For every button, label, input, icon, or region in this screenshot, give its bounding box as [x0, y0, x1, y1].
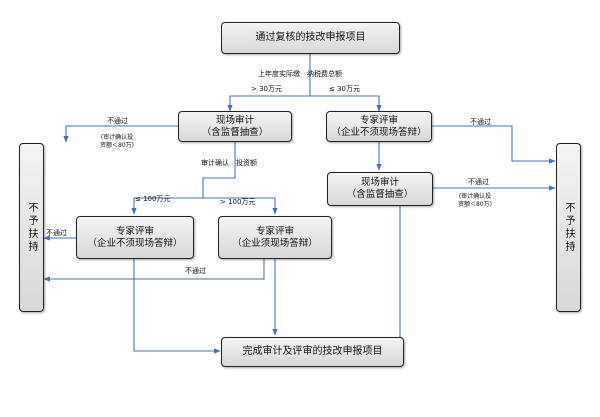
arrow-onsite-right-to-final: [398, 206, 405, 354]
node-expert-review-top-sub: （企业不须现场答辩）: [331, 126, 427, 138]
node-expert-review-top: 专家评审 （企业不须现场答辩）: [326, 111, 432, 142]
node-onsite-audit-right-title: 现场审计: [360, 177, 399, 188]
node-expert-review-no-defense: 专家评审 （企业不须现场答辩）: [76, 216, 194, 259]
node-expert-review-top-title: 专家评审: [359, 114, 398, 126]
node-expert-review-no-defense-title: 专家评审: [115, 225, 154, 237]
node-top-label: 通过复核的技改申报项目: [255, 32, 366, 43]
label-split-criteria: 上年度实际缴 纳税费总额: [258, 70, 342, 78]
label-audit-confirm-invest: 审计确认 投资额: [201, 159, 257, 167]
label-audit-note-right: (审计确认投 资额＜80万): [458, 193, 492, 209]
arrow-top-to-expert-top: [310, 95, 382, 112]
node-top-project: 通过复核的技改申报项目: [221, 22, 400, 54]
arrow-expert-no-defense-to-final: [133, 259, 221, 354]
label-audit-note-left-line1: (审计确认投: [100, 134, 134, 141]
label-fail-left: 不通过: [107, 117, 128, 125]
arrow-expert-defense-fail: [43, 259, 265, 282]
arrow-to-expert-defense: [203, 197, 278, 215]
node-expert-review-defense-title: 专家评审: [255, 225, 294, 237]
node-no-support-right: 不予扶持: [556, 143, 581, 312]
arrow-top-to-onsite-left: [227, 54, 311, 112]
label-fail-right-mid: 不通过: [468, 178, 489, 186]
label-audit-note-left: (审计确认投 资额＜80万): [100, 134, 134, 150]
node-onsite-audit-left: 现场审计 （含监督抽查）: [178, 111, 292, 142]
label-audit-note-left-line2: 资额＜80万): [100, 142, 134, 149]
node-onsite-audit-right: 现场审计 （含监督抽查）: [327, 172, 433, 206]
label-le-30: ≤ 30万元: [329, 85, 360, 93]
node-final-project: 完成审计及评审的技改申报项目: [221, 337, 404, 367]
label-le-100: ≤ 100万元: [135, 195, 171, 203]
label-fail-small: 不通过: [46, 229, 67, 237]
arrow-expert-top-fail: [432, 125, 556, 164]
arrow-onsite-left-down: [131, 142, 236, 215]
label-gt-100: > 100万元: [220, 198, 256, 206]
node-no-support-left: 不予扶持: [19, 143, 44, 312]
node-expert-review-no-defense-sub: （企业不须现场答辩）: [87, 237, 183, 249]
node-no-support-right-label: 不予扶持: [563, 201, 574, 254]
label-fail-right-top: 不通过: [470, 118, 491, 126]
label-audit-note-right-line2: 资额＜80万): [458, 201, 492, 208]
node-onsite-audit-left-title: 现场审计: [215, 114, 254, 126]
label-gt-30: > 30万元: [251, 85, 282, 93]
node-onsite-audit-right-sub: （含监督抽查）: [346, 189, 414, 200]
label-fail-bottom: 不通过: [185, 267, 206, 275]
label-audit-note-right-line1: (审计确认投: [458, 193, 492, 200]
node-final-label: 完成审计及评审的技改申报项目: [242, 346, 383, 357]
node-onsite-audit-left-sub: （含监督抽查）: [201, 126, 269, 138]
node-expert-review-defense-sub: （企业须现场答辩）: [232, 237, 318, 249]
arrow-onsite-left-fail: [63, 125, 178, 143]
node-no-support-left-label: 不予扶持: [26, 201, 37, 254]
node-expert-review-defense: 专家评审 （企业须现场答辩）: [218, 216, 332, 259]
